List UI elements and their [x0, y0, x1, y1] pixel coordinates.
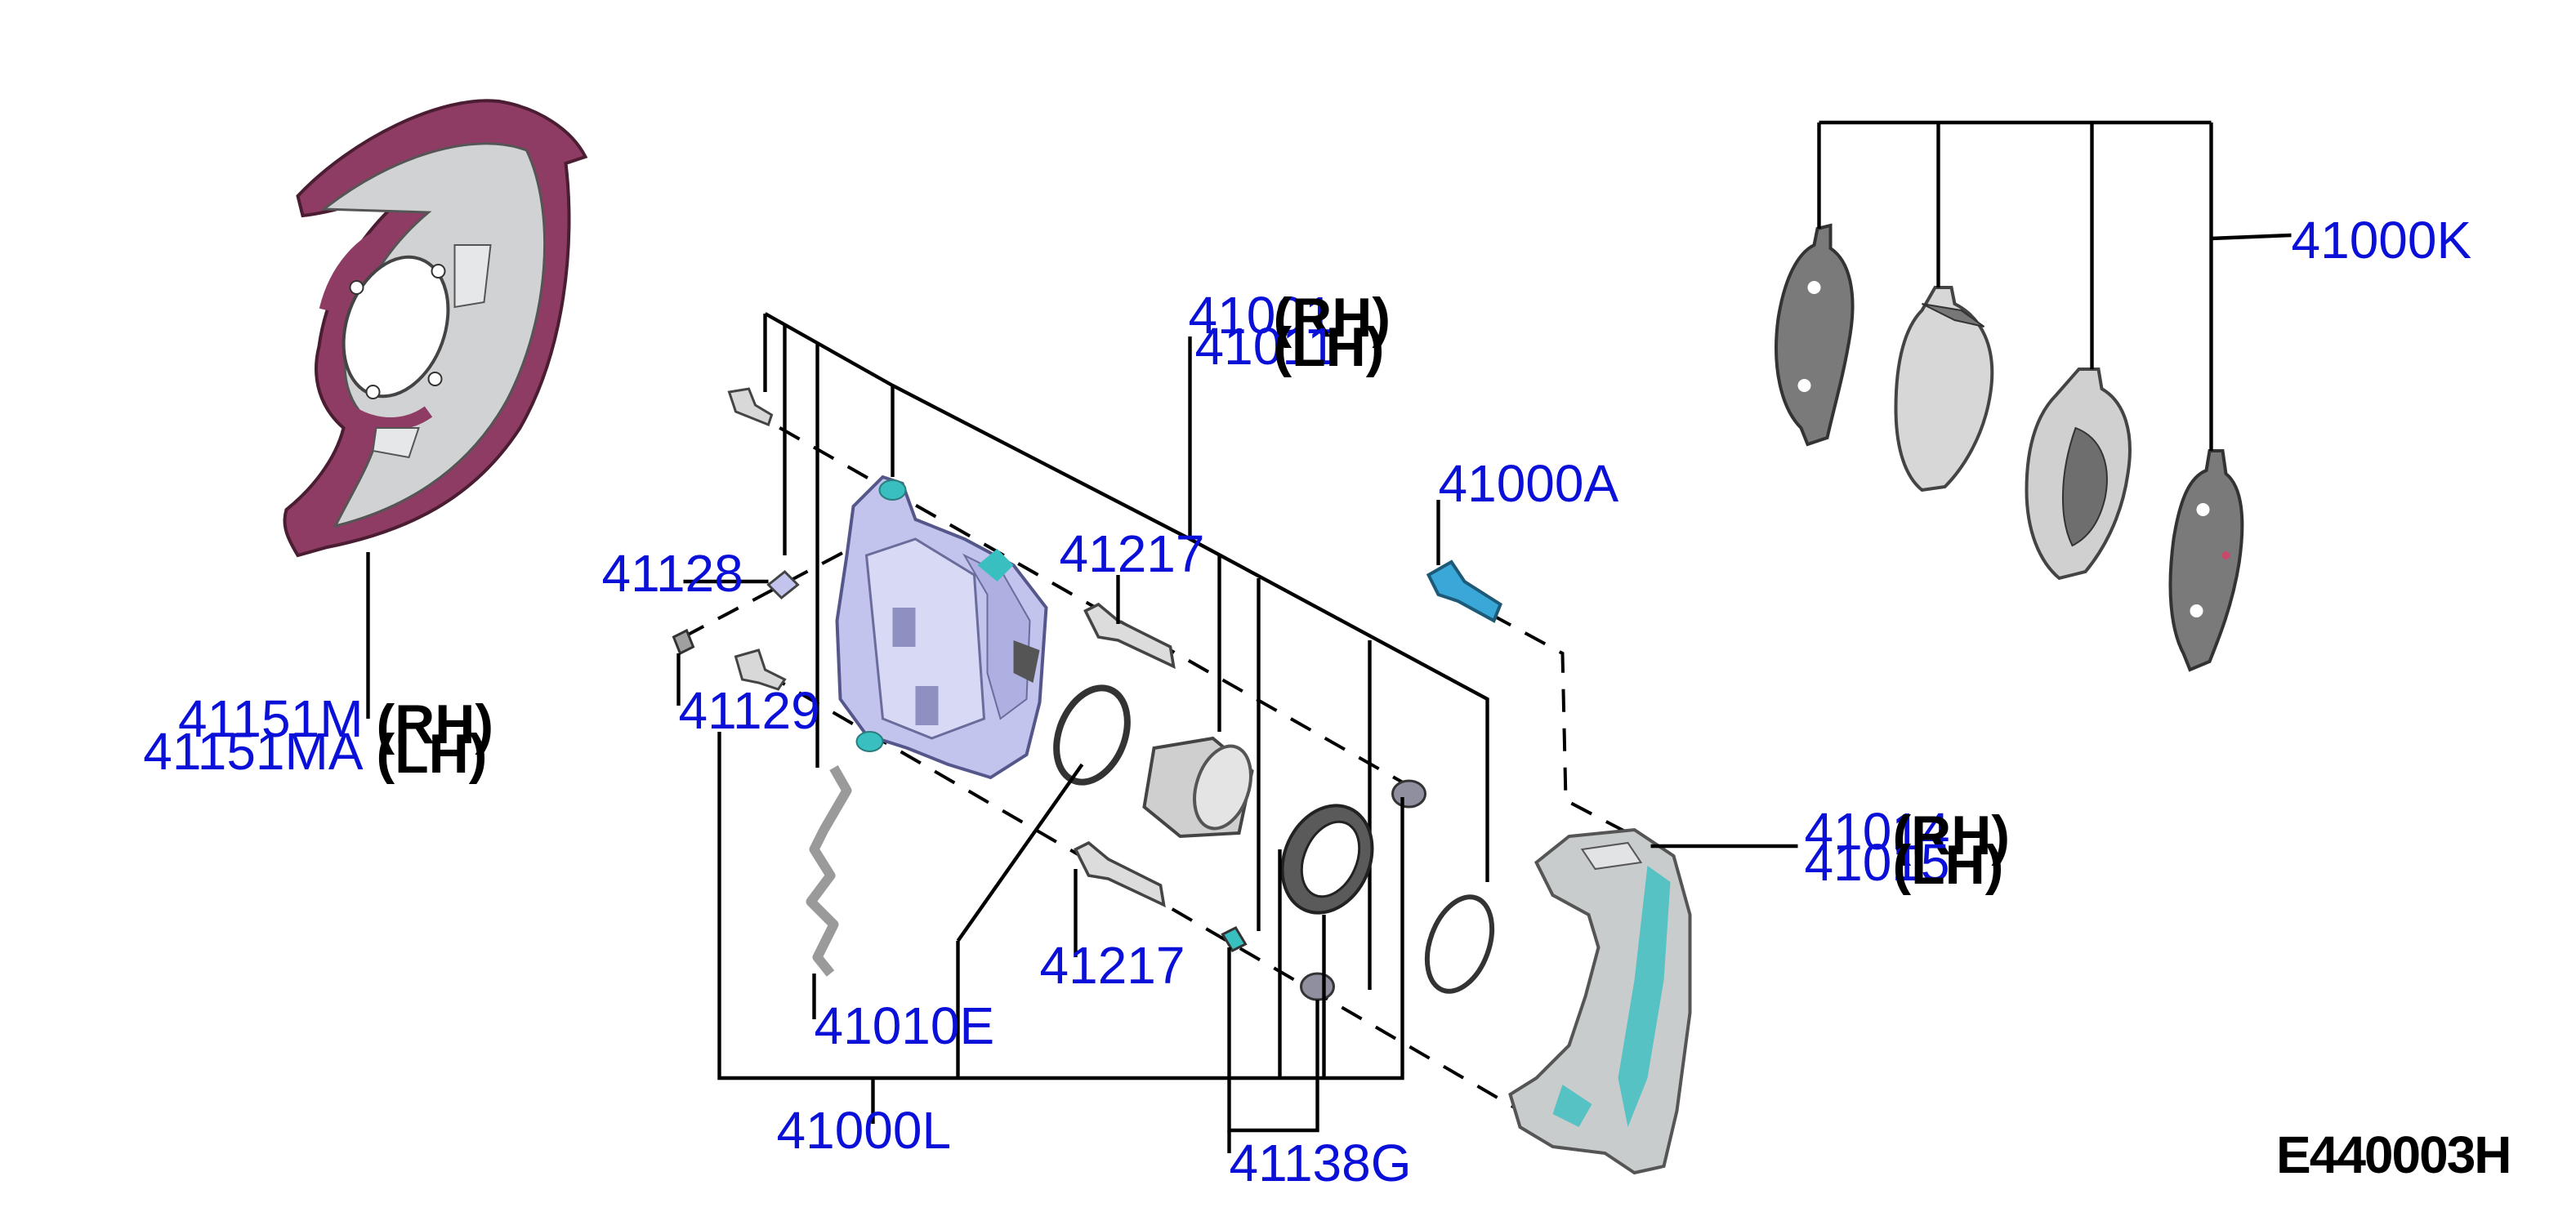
pin-bushing[interactable] — [1221, 926, 1248, 952]
label-caliper-lh-pn[interactable]: 41011 — [1195, 317, 1337, 376]
diagram-code: E440003H — [2276, 1125, 2510, 1184]
label-caliper-lh-side: (LH) — [1274, 316, 1385, 378]
label-caliper-rh-pn[interactable]: 41001 — [1189, 286, 1334, 345]
label-bracket-rh-pn[interactable]: 41014 — [1805, 802, 1950, 861]
label-pads-pn[interactable]: 41000K — [2292, 211, 2472, 270]
label-bracket-lh-pn[interactable]: 41015 — [1805, 833, 1950, 892]
label-bolt-pn[interactable]: 41000A — [1439, 454, 1619, 513]
label-shield-lh-side: (LH) — [377, 723, 488, 785]
caliper-bracket-part[interactable] — [1508, 827, 1692, 1175]
label-bracket-rh-side: (RH) — [1893, 804, 2011, 867]
label-shield-lh-pn[interactable]: 41151MA — [143, 722, 364, 781]
pin-boot-lower[interactable] — [1300, 972, 1335, 1001]
bracket-o-ring[interactable] — [1415, 888, 1504, 1000]
caliper-piston[interactable] — [1142, 736, 1261, 839]
label-spring-pn[interactable]: 41010E — [815, 996, 995, 1055]
brake-pads-set[interactable] — [1775, 223, 2244, 672]
dust-shield-part[interactable] — [283, 99, 588, 558]
label-pin-upper-pn[interactable]: 41217 — [1060, 524, 1205, 583]
caliper-body-part[interactable] — [835, 475, 1048, 780]
label-seal-kit-pn[interactable]: 41000L — [777, 1101, 952, 1160]
guide-pin-upper[interactable] — [1083, 602, 1176, 670]
label-pin-lower-pn[interactable]: 41217 — [1040, 936, 1185, 995]
label-shield-rh-pn[interactable]: 41151M — [178, 689, 364, 748]
mounting-bolt-part[interactable] — [1426, 559, 1502, 623]
label-shield-rh-side: (RH) — [377, 693, 494, 755]
label-cap-pn[interactable]: 41129 — [679, 681, 820, 740]
label-bleeder-pn[interactable]: 41128 — [602, 544, 743, 603]
bleeder-cap-part[interactable] — [672, 628, 695, 656]
piston-dust-boot[interactable] — [1266, 791, 1388, 928]
label-caliper-rh-side: (RH) — [1274, 287, 1391, 349]
guide-pin-lower[interactable] — [1074, 840, 1166, 908]
label-bracket-lh-side: (LH) — [1893, 834, 2004, 896]
piston-seal-ring[interactable] — [1043, 677, 1141, 792]
label-boot-kit-pn[interactable]: 41138G — [1230, 1134, 1412, 1192]
pin-boot-upper[interactable] — [1391, 779, 1426, 809]
guide-bolt-small[interactable] — [734, 648, 787, 691]
bleeder-screw-part[interactable] — [727, 387, 800, 600]
anti-rattle-spring[interactable] — [806, 765, 852, 977]
